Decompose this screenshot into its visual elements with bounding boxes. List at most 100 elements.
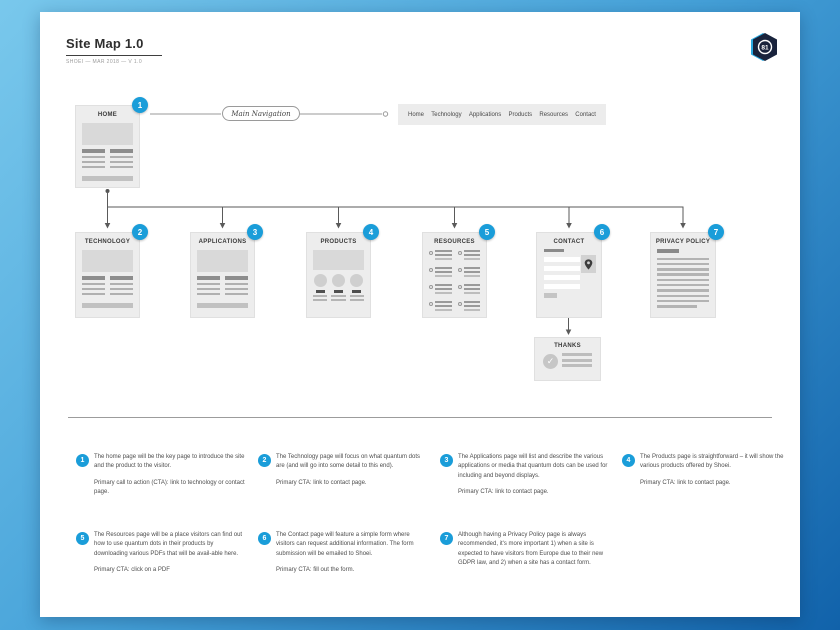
wireframe-hero (82, 123, 133, 145)
navbar-item-contact: Contact (575, 111, 596, 118)
annotation-badge-3: 3 (440, 454, 453, 467)
wireframe-footer (197, 303, 248, 308)
bullet-icon (429, 302, 433, 306)
form-field-placeholder (544, 266, 580, 271)
wireframe-heading (544, 249, 564, 252)
annotation-badge-7: 7 (440, 532, 453, 545)
annotation-cta: Primary CTA: fill out the form. (276, 566, 355, 573)
product-thumb-icon (331, 274, 345, 287)
main-navigation-pill: Main Navigation (222, 106, 300, 121)
wireframe-confirmation: ✓ (543, 353, 592, 370)
wireframe-product-grid (313, 274, 364, 303)
page-node-technology: 2 TECHNOLOGY (75, 224, 148, 318)
annotation-badge-6: 6 (258, 532, 271, 545)
main-navigation-label: Main Navigation (231, 109, 291, 118)
page-node-products: 4 PRODUCTS (306, 224, 379, 318)
node-label: PRODUCTS (320, 239, 357, 245)
form-field-placeholder (544, 275, 580, 280)
bullet-icon (457, 285, 462, 289)
navbar-item-resources: Resources (539, 111, 569, 118)
annotation-badge-1: 1 (76, 454, 89, 467)
annotation-body: Although having a Privacy Policy page is… (458, 532, 604, 566)
page-node-privacy-policy: 7 PRIVACY POLICY (650, 224, 724, 318)
annotation-badge-2: 2 (258, 454, 271, 467)
node-badge-4: 4 (363, 224, 379, 240)
wireframe-hero (313, 250, 364, 270)
node-label: TECHNOLOGY (84, 239, 131, 245)
node-label: APPLICATIONS (198, 239, 247, 245)
annotation-badge-4: 4 (622, 454, 635, 467)
node-badge-1: 1 (132, 97, 148, 113)
node-label: HOME (97, 112, 118, 118)
bullet-icon (429, 251, 433, 255)
navbar-item-products: Products (508, 111, 533, 118)
navbar-item-technology: Technology (431, 111, 462, 118)
node-label: THANKS (554, 343, 581, 349)
page-node-thanks: THANKS ✓ (534, 337, 601, 381)
annotation-body: The home page will be the key page to in… (94, 454, 245, 470)
wireframe-columns (197, 276, 248, 298)
annotation-cta: Primary CTA: link to contact page. (640, 479, 731, 486)
annotation-4: 4 The Products page is straightforward –… (622, 453, 786, 488)
bullet-icon (457, 268, 462, 272)
bullet-icon (457, 251, 462, 255)
annotation-body: The Technology page will focus on what q… (276, 454, 420, 470)
annotation-2: 2 The Technology page will focus on what… (258, 453, 428, 488)
wireframe-heading (657, 249, 679, 253)
page-node-contact: 6 CONTACT (536, 224, 610, 318)
wireframe-footer (82, 303, 133, 308)
annotation-7: 7 Although having a Privacy Policy page … (440, 531, 610, 575)
wireframe-columns (82, 149, 133, 171)
node-label: CONTACT (553, 239, 585, 245)
wireframe-footer (82, 176, 133, 181)
bullet-icon (457, 302, 462, 306)
brand-logo-icon: 81 (750, 32, 778, 62)
annotation-cta: Primary call to action (CTA): link to te… (94, 479, 245, 495)
annotation-body: The Applications page will list and desc… (458, 454, 608, 479)
node-badge-5: 5 (479, 224, 495, 240)
header: Site Map 1.0 SHOEI — MAR 2018 — V 1.0 (66, 36, 162, 65)
wireframe-resource-list (429, 250, 480, 313)
submit-button-placeholder (544, 293, 557, 298)
annotation-body: The Resources page will be a place visit… (94, 532, 243, 557)
annotation-5: 5 The Resources page will be a place vis… (76, 531, 246, 575)
navbar-item-applications: Applications (468, 111, 502, 118)
product-thumb-icon (350, 274, 364, 287)
map-pin-icon (584, 258, 593, 270)
node-badge-3: 3 (247, 224, 263, 240)
annotation-cta: Primary CTA: link to contact page. (458, 488, 549, 495)
annotation-6: 6 The Contact page will feature a simple… (258, 531, 428, 575)
navbar-item-home: Home (408, 111, 425, 118)
page-node-applications: 3 APPLICATIONS (190, 224, 263, 318)
node-badge-6: 6 (594, 224, 610, 240)
navbar-wireframe: Home Technology Applications Products Re… (398, 104, 606, 125)
annotation-3: 3 The Applications page will list and de… (440, 453, 610, 497)
page-node-resources: 5 RESOURCES (422, 224, 495, 318)
page-title: Site Map 1.0 (66, 36, 162, 56)
annotation-body: The Products page is straightforward – i… (640, 454, 784, 470)
product-thumb-icon (313, 274, 327, 287)
wireframe-columns (82, 276, 133, 298)
annotation-cta: Primary CTA: click on a PDF (94, 566, 170, 573)
section-divider (68, 417, 772, 418)
form-field-placeholder (544, 257, 580, 262)
page-node-home: 1 HOME (75, 97, 148, 188)
wireframe-hero (82, 250, 133, 272)
map-pin-frame (581, 255, 596, 273)
node-label: RESOURCES (434, 239, 475, 245)
node-badge-7: 7 (708, 224, 724, 240)
annotation-badge-5: 5 (76, 532, 89, 545)
wireframe-hero (197, 250, 248, 272)
bullet-icon (429, 268, 433, 272)
sitemap-document: Site Map 1.0 SHOEI — MAR 2018 — V 1.0 81 (40, 12, 800, 617)
annotation-1: 1 The home page will be the key page to … (76, 453, 246, 497)
form-field-placeholder (544, 284, 580, 289)
node-label: PRIVACY POLICY (655, 239, 711, 245)
check-icon: ✓ (543, 353, 558, 369)
bullet-icon (429, 285, 433, 289)
node-badge-2: 2 (132, 224, 148, 240)
annotation-cta: Primary CTA: link to contact page. (276, 479, 367, 486)
annotation-body: The Contact page will feature a simple f… (276, 532, 414, 557)
logo-number: 81 (761, 44, 769, 51)
